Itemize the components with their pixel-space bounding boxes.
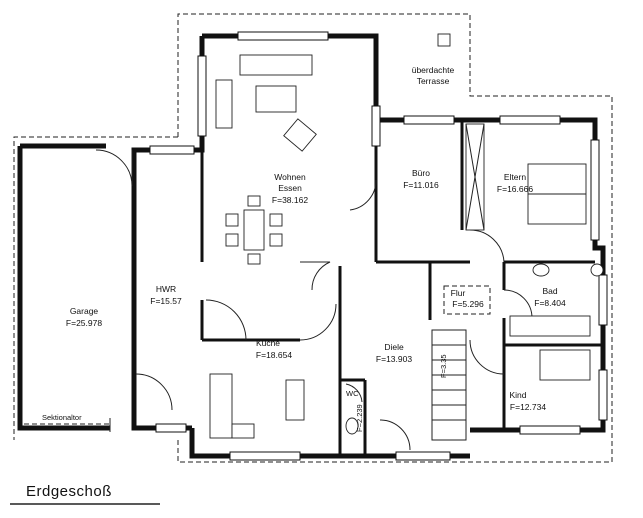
essen-label: Essen (278, 183, 302, 193)
bad-label: Bad (542, 286, 557, 296)
kind-label: Kind (509, 390, 526, 400)
kueche-label: Küche (256, 338, 280, 348)
buero-label: Büro (412, 168, 430, 178)
wc-area: F=2.239 (355, 404, 364, 432)
hwr-area: F=15.57 (150, 296, 182, 306)
bedroom-furniture (465, 123, 591, 381)
wc-label: WC (346, 389, 359, 398)
flur-area: F=5.296 (452, 299, 484, 309)
eltern-area: F=16.666 (497, 184, 533, 194)
plan-title-group: Erdgeschoß (10, 483, 160, 505)
terrace-label: überdachte (412, 65, 455, 75)
diele-label: Diele (384, 342, 404, 352)
garage-door (24, 418, 111, 432)
diele-area: F=13.903 (376, 354, 412, 364)
wohnen-area: F=38.162 (272, 195, 308, 205)
sektionaltor-label: Sektionaltor (42, 413, 82, 422)
garage-area: F=25.978 (66, 318, 102, 328)
garage-label: Garage (70, 306, 99, 316)
hwr-label: HWR (156, 284, 176, 294)
bad-area: F=8.404 (534, 298, 566, 308)
interior-walls (132, 120, 603, 456)
kind-area: F=12.734 (510, 402, 546, 412)
windows (149, 31, 608, 461)
fixtures (209, 263, 604, 439)
doors (95, 149, 533, 451)
plan-title: Erdgeschoß (26, 483, 112, 500)
eltern-label: Eltern (504, 172, 526, 182)
living-furniture (215, 33, 451, 265)
roof-outline (13, 13, 613, 463)
stair (431, 285, 491, 441)
room-labels: überdachte Terrasse Wohnen Essen F=38.16… (42, 65, 566, 432)
buero-area: F=11.016 (403, 180, 439, 190)
terrace-label-2: Terrasse (417, 76, 450, 86)
wohnen-label: Wohnen (274, 172, 306, 182)
flur-label: Flur (451, 288, 466, 298)
stair-area: F=3.35 (439, 354, 448, 378)
kueche-area: F=18.654 (256, 350, 292, 360)
